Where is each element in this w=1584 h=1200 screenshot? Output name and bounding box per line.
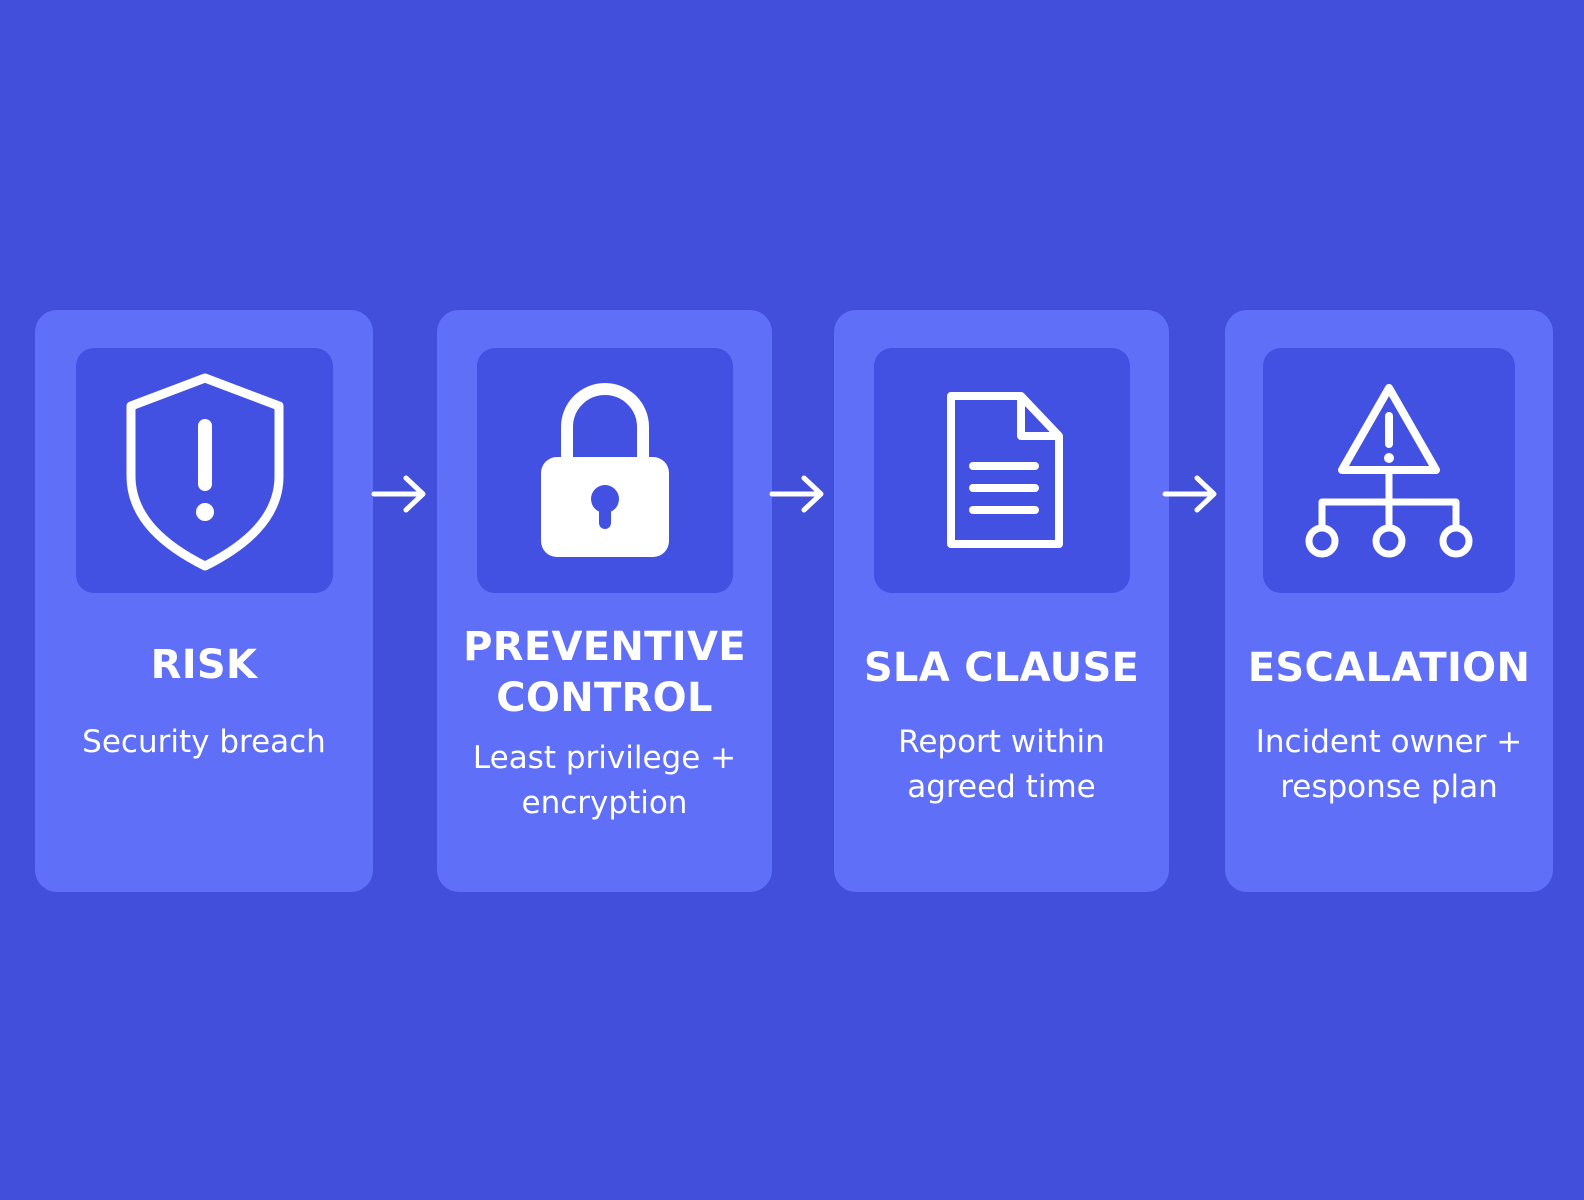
step-title: PREVENTIVE CONTROL [463, 624, 746, 721]
arrow-right-icon [371, 475, 426, 513]
warning-hierarchy-icon [1305, 383, 1473, 557]
step-description: Report within agreed time [898, 724, 1105, 805]
step-description: Incident owner + response plan [1255, 724, 1523, 805]
step-description: Least privilege + encryption [472, 740, 737, 821]
step-card-preventive-control: PREVENTIVE CONTROL Least privilege + enc… [437, 310, 772, 892]
step-description: Security breach [82, 724, 326, 760]
icon-panel [874, 348, 1130, 593]
step-title: ESCALATION [1247, 645, 1531, 691]
arrow-right-icon [1162, 475, 1217, 513]
step-card-risk: RISK Security breach [35, 310, 373, 892]
icon-panel [1263, 348, 1515, 593]
arrow-right-icon [769, 475, 824, 513]
document-icon [947, 391, 1063, 548]
shield-alert-icon [126, 373, 283, 570]
step-title: SLA CLAUSE [863, 645, 1140, 691]
step-title: RISK [150, 642, 258, 688]
step-card-escalation: ESCALATION Incident owner + response pla… [1225, 310, 1553, 892]
icon-panel [477, 348, 733, 593]
padlock-icon [541, 382, 669, 557]
step-card-sla-clause: SLA CLAUSE Report within agreed time [834, 310, 1169, 892]
icon-panel [76, 348, 333, 593]
